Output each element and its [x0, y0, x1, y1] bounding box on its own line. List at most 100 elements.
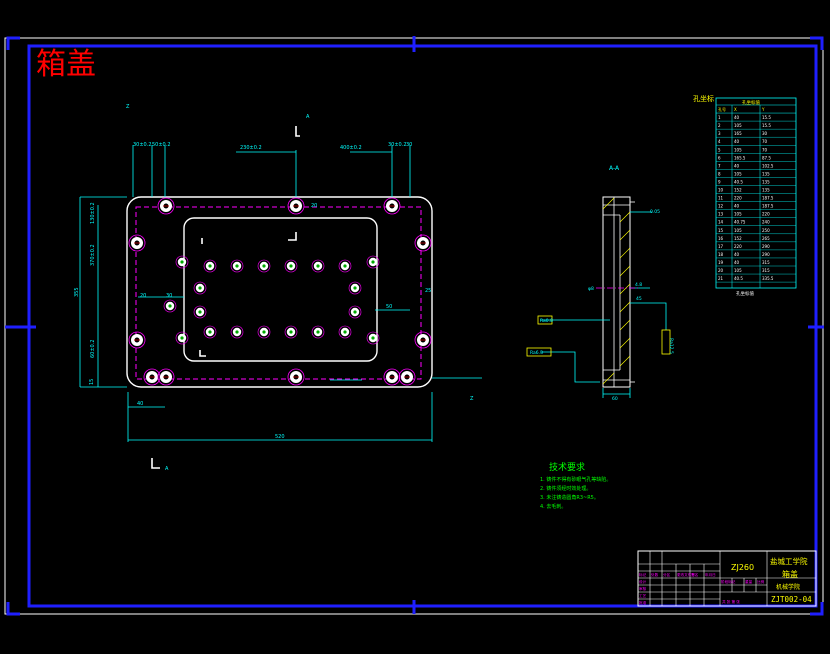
section-callout-4: 0.05 [650, 209, 660, 215]
coord-cell: 20 [718, 268, 724, 273]
tapped-hole [193, 305, 207, 319]
dim-inner-2: 30 [166, 293, 172, 299]
tapped-hole [257, 325, 271, 339]
coord-table-side-label: 孔坐标 [693, 94, 714, 103]
section-callout-texts: 4.8 φ8 Ra0.8 Ra6.3 0.05 45 Ra12.5 60 [530, 209, 674, 402]
tb-row-label-2: 工艺 [639, 593, 647, 598]
tb-model: ZJ260 [731, 563, 754, 572]
coord-cell: 4 [718, 139, 721, 144]
coord-cell: 40.5 [734, 179, 743, 184]
coord-col-header: 孔号 [718, 106, 726, 112]
tapped-hole [366, 331, 380, 345]
tapped-hole [203, 259, 217, 273]
dim-left-1: 130±0.2 [90, 202, 96, 224]
dim-inner-1: 20 [140, 293, 146, 299]
coord-cell: 1 [718, 115, 721, 120]
tech-item-1: 1. 铸件不得有砂眼气孔等缺陷。 [540, 476, 611, 483]
section-bottom-dim: 60 [612, 396, 618, 402]
section-marker-bottom: A [165, 466, 169, 472]
tech-item-4: 4. 去毛刺。 [540, 503, 566, 510]
title-block-grid [638, 551, 816, 606]
tapped-hole [163, 299, 177, 313]
coord-cell: 265 [762, 236, 770, 241]
coord-cell: 15.5 [762, 115, 771, 120]
dim-top-a: 30±0.2 [133, 142, 152, 148]
inner-window [183, 217, 378, 362]
coord-cell: 290 [762, 252, 770, 257]
tb-left-labels: 标记 处数 分区 更改文件号 签名 年月日 设计 审核 工艺 批准 阶段标记 重… [639, 572, 765, 605]
dim-left-offset: 40 [137, 401, 143, 407]
coord-cell: 105 [734, 212, 742, 217]
coord-cell: 14 [718, 220, 724, 225]
coord-cell: 40 [734, 115, 740, 120]
section-arrows [151, 126, 300, 469]
tapped-hole [203, 325, 217, 339]
tapped-hole [175, 255, 189, 269]
bolt-hole [157, 197, 175, 215]
coord-cell: 290 [762, 244, 770, 249]
dim-inner-4: 50 [386, 304, 392, 310]
tapped-hole [284, 325, 298, 339]
bolt-hole [128, 331, 146, 349]
section-view: A-A [526, 165, 674, 402]
coord-cell: 18 [718, 252, 724, 257]
section-callout-2: Ra0.8 [540, 318, 553, 324]
bolt-hole [383, 368, 401, 386]
coord-cell: 17 [718, 244, 724, 249]
hidden-boundary [135, 206, 422, 380]
coord-cell: 105 [734, 171, 742, 176]
tapped-hole [338, 325, 352, 339]
callout-box-left [537, 315, 553, 325]
bolt-hole [398, 368, 416, 386]
hole-layer [128, 197, 432, 386]
coord-cell: 102.5 [762, 163, 774, 168]
bolt-hole [383, 197, 401, 215]
bolt-hole [414, 331, 432, 349]
tb-school: 盐城工学院 [770, 556, 808, 566]
tb-drawing-no: ZJT002-04 [771, 595, 812, 604]
coord-cell: 7 [718, 163, 721, 168]
coord-cell: 105 [734, 123, 742, 128]
tapped-hole [257, 259, 271, 273]
coord-cell: 40 [734, 260, 740, 265]
coord-cell: 13 [718, 212, 724, 217]
coord-cell: 220 [734, 196, 742, 201]
tb-mid-label-0: 阶段标记 [721, 579, 736, 584]
section-callout-6: Ra12.5 [668, 338, 674, 354]
coord-cell: 40 [734, 204, 740, 209]
coord-cell: 315 [762, 260, 770, 265]
tb-scale-row: 共 张 第 张 [722, 599, 740, 604]
drawing-frame [27, 44, 818, 608]
tapped-hole [311, 325, 325, 339]
tb-row-label-0: 设计 [639, 579, 647, 584]
tapped-hole [311, 259, 325, 273]
tb-left-label-5: 年月日 [705, 572, 716, 577]
frame-center-marks [5, 36, 824, 614]
tb-row-label-1: 审核 [639, 586, 647, 591]
section-callout-1: φ8 [588, 286, 594, 292]
coord-table-frame [715, 97, 797, 289]
coord-cell: 30 [762, 131, 768, 136]
bolt-hole [414, 234, 432, 252]
section-marker-z-left: Z [126, 104, 130, 110]
tapped-hole [284, 259, 298, 273]
coord-cell: 16 [718, 236, 724, 241]
coord-cell: 6 [718, 155, 721, 160]
coord-cell: 250 [762, 228, 770, 233]
tb-row-label-3: 批准 [639, 600, 647, 605]
coord-cell: 135 [762, 171, 770, 176]
coord-cell: 70 [762, 147, 768, 152]
dim-top-f: 30 [406, 142, 412, 148]
tapped-hole [338, 259, 352, 273]
dim-inner-5: 25 [425, 288, 431, 294]
section-callout-5: 45 [636, 296, 642, 302]
tb-left-label-2: 分区 [663, 572, 671, 577]
coord-cell: 5 [718, 147, 721, 152]
callout-box-lower [526, 347, 552, 357]
callout-box-right [661, 329, 671, 355]
coord-col-header: X [734, 107, 737, 112]
section-hatch [602, 197, 631, 385]
